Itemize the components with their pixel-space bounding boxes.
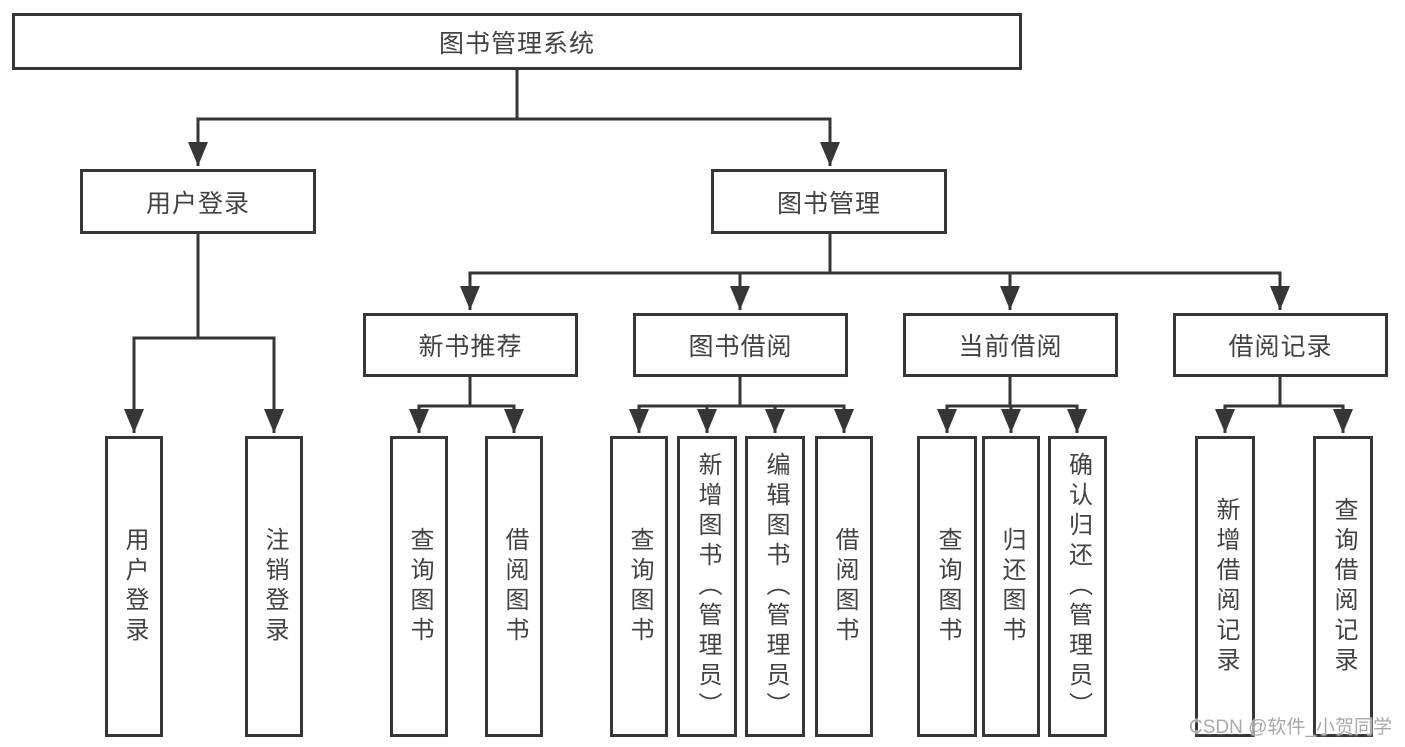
node-label: 用户登录 bbox=[145, 189, 250, 218]
leaf-add-book-admin: 新增图书（管理员） bbox=[677, 436, 737, 737]
node-label: 查询图书 bbox=[934, 526, 961, 647]
node-label: 图书管理系统 bbox=[438, 29, 595, 58]
node-label: 新书推荐 bbox=[418, 333, 523, 361]
node-label: 编辑图书（管理员） bbox=[762, 451, 789, 722]
leaf-query-books-borrow: 查询图书 bbox=[610, 436, 668, 737]
leaf-edit-book-admin: 编辑图书（管理员） bbox=[745, 436, 805, 737]
node-new-book-recommendation: 新书推荐 bbox=[363, 313, 578, 377]
node-label: 借阅图书 bbox=[831, 526, 858, 647]
node-label: 新增借阅记录 bbox=[1212, 496, 1239, 677]
node-label: 查询图书 bbox=[406, 526, 433, 647]
leaf-logout: 注销登录 bbox=[245, 436, 303, 737]
node-label: 图书管理 bbox=[776, 189, 881, 218]
node-label: 图书借阅 bbox=[688, 333, 793, 361]
node-current-borrowing: 当前借阅 bbox=[903, 313, 1118, 377]
node-label: 确认归还（管理员） bbox=[1064, 451, 1092, 722]
leaf-query-books-current: 查询图书 bbox=[917, 436, 977, 737]
node-label: 新增图书（管理员） bbox=[694, 451, 721, 722]
node-label: 查询借阅记录 bbox=[1330, 496, 1357, 677]
node-user-login: 用户登录 bbox=[80, 169, 316, 234]
node-book-management: 图书管理 bbox=[711, 169, 947, 234]
node-borrowing-records: 借阅记录 bbox=[1173, 313, 1388, 377]
node-label: 当前借阅 bbox=[958, 333, 1063, 361]
leaf-confirm-return-admin: 确认归还（管理员） bbox=[1048, 436, 1107, 737]
node-label: 借阅图书 bbox=[501, 526, 528, 647]
node-label: 借阅记录 bbox=[1228, 333, 1333, 361]
leaf-add-borrow-record: 新增借阅记录 bbox=[1195, 436, 1255, 737]
leaf-return-book: 归还图书 bbox=[982, 436, 1040, 737]
csdn-watermark: CSDN @软件_小贺同学 bbox=[1189, 717, 1392, 738]
leaf-query-books-recommend: 查询图书 bbox=[390, 436, 448, 737]
leaf-user-login: 用户登录 bbox=[105, 436, 163, 737]
node-label: 注销登录 bbox=[261, 526, 288, 647]
node-label: 查询图书 bbox=[626, 526, 653, 647]
leaf-borrow-books-recommend: 借阅图书 bbox=[485, 436, 543, 737]
node-label: 归还图书 bbox=[998, 526, 1025, 647]
leaf-query-borrow-record: 查询借阅记录 bbox=[1313, 436, 1373, 737]
leaf-borrow-books-borrow: 借阅图书 bbox=[815, 436, 873, 737]
node-label: 用户登录 bbox=[121, 526, 148, 647]
node-book-borrowing: 图书借阅 bbox=[633, 313, 848, 377]
node-root: 图书管理系统 bbox=[12, 13, 1022, 70]
